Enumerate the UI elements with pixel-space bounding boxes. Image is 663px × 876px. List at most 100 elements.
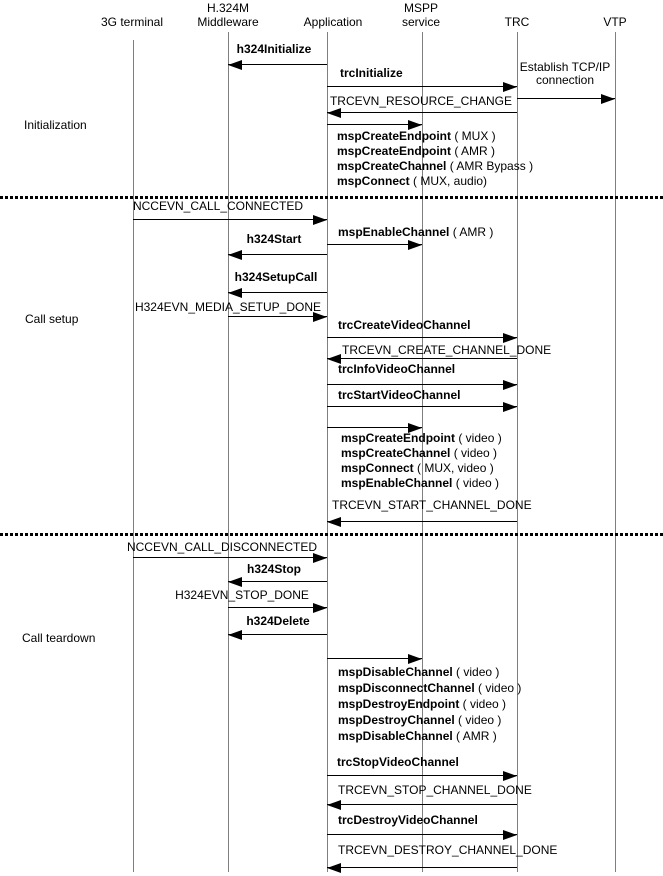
lifeline-mspp	[422, 32, 423, 872]
message-label: mspEnableChannel ( AMR )	[338, 226, 493, 239]
message-label: TRCEVN_DESTROY_CHANNEL_DONE	[338, 844, 557, 857]
message-arrow	[327, 775, 517, 776]
api-args: NCCEVN_CALL_DISCONNECTED	[126, 540, 318, 554]
api-call: mspDisconnectChannel ( video )	[338, 680, 521, 696]
message-arrow	[327, 521, 517, 522]
api-call: mspCreateChannel ( AMR Bypass )	[337, 159, 533, 174]
api-name: h324Initialize	[236, 42, 312, 56]
message-arrow	[327, 244, 422, 245]
lifeline-terminal	[133, 40, 134, 872]
message-label: TRCEVN_START_CHANNEL_DONE	[332, 499, 532, 512]
api-call: mspCreateEndpoint ( video )	[341, 431, 502, 446]
api-args: ( MUX )	[451, 129, 496, 143]
arrowhead-right-icon	[408, 240, 422, 250]
arrowhead-right-icon	[503, 830, 517, 840]
message-label: TRCEVN_CREATE_CHANNEL_DONE	[342, 344, 551, 357]
message-arrow	[327, 427, 422, 428]
lifeline-label-vtp: VTP	[603, 15, 627, 29]
arrowhead-right-icon	[313, 215, 327, 225]
api-name: h324SetupCall	[234, 270, 318, 284]
section-label-call-setup: Call setup	[25, 312, 79, 326]
arrowhead-right-icon	[408, 120, 422, 130]
api-call: mspCreateEndpoint ( MUX )	[337, 129, 533, 144]
message-label: trcDestroyVideoChannel	[338, 814, 478, 827]
message-label: TRCEVN_STOP_CHANNEL_DONE	[338, 784, 532, 797]
arrowhead-right-icon	[313, 553, 327, 563]
api-name: mspCreateChannel	[337, 159, 447, 173]
arrowhead-left-icon	[228, 250, 242, 260]
message-label: NCCEVN_CALL_CONNECTED	[133, 200, 303, 213]
lifeline-label-mspp: MSPP service	[401, 1, 441, 29]
arrowhead-right-icon	[313, 312, 327, 322]
message-label: h324Start	[247, 233, 302, 246]
api-args: ( video )	[455, 431, 502, 445]
api-args: ( video )	[452, 476, 500, 490]
api-call: mspDestroyEndpoint ( video )	[338, 696, 521, 712]
lifeline-vtp	[615, 32, 616, 872]
message-label: H324EVN_STOP_DONE	[175, 589, 309, 602]
message-arrow	[327, 337, 517, 338]
api-args: NCCEVN_CALL_CONNECTED	[132, 199, 304, 213]
api-args: H324EVN_STOP_DONE	[175, 588, 309, 602]
api-name: mspConnect	[341, 461, 414, 475]
api-call: mspConnect ( MUX, video )	[341, 461, 502, 476]
api-name: mspCreateChannel	[341, 446, 451, 460]
message-label: NCCEVN_CALL_DISCONNECTED	[127, 541, 317, 554]
api-call-block: mspDisableChannel ( video )mspDisconnect…	[338, 664, 521, 744]
api-name: mspDestroyEndpoint	[338, 697, 460, 711]
arrowhead-right-icon	[408, 654, 422, 664]
message-label: trcStopVideoChannel	[337, 756, 459, 769]
api-name: mspCreateEndpoint	[337, 144, 452, 158]
api-name: trcStopVideoChannel	[337, 755, 459, 769]
api-name: mspDisableChannel	[338, 665, 453, 679]
api-call: mspDisableChannel ( AMR )	[338, 728, 521, 744]
arrowhead-right-icon	[408, 423, 422, 433]
message-arrow	[327, 384, 517, 385]
api-args: ( AMR )	[451, 144, 496, 158]
arrowhead-right-icon	[313, 603, 327, 613]
arrowhead-left-icon	[327, 800, 341, 810]
api-args: ( video )	[450, 446, 498, 460]
message-arrow	[327, 834, 517, 835]
message-arrow	[228, 292, 327, 293]
api-call: mspCreateChannel ( video )	[341, 446, 502, 461]
arrowhead-right-icon	[601, 94, 615, 104]
message-label: H324EVN_MEDIA_SETUP_DONE	[135, 301, 321, 314]
api-name: mspEnableChannel	[338, 225, 450, 239]
arrowhead-right-icon	[503, 333, 517, 343]
api-call-block: mspCreateEndpoint ( video )mspCreateChan…	[341, 431, 502, 491]
arrowhead-right-icon	[503, 82, 517, 92]
api-name: h324Stop	[246, 562, 302, 576]
api-call: mspDisableChannel ( video )	[338, 664, 521, 680]
api-args: ( AMR )	[449, 225, 494, 239]
api-args: ( AMR Bypass )	[446, 159, 534, 173]
message-label: trcStartVideoChannel	[338, 389, 460, 402]
api-name: trcDestroyVideoChannel	[338, 813, 478, 827]
message-arrow	[327, 867, 517, 868]
api-args: TRCEVN_CREATE_CHANNEL_DONE	[342, 343, 552, 357]
api-args: TRCEVN_STOP_CHANNEL_DONE	[338, 783, 532, 797]
message-arrow	[327, 358, 517, 359]
api-name: mspCreateEndpoint	[341, 431, 456, 445]
api-name: trcStartVideoChannel	[338, 388, 461, 402]
message-arrow	[133, 219, 327, 220]
lifeline-label-middleware: H.324M Middleware	[197, 1, 259, 29]
api-args: ( MUX, audio)	[409, 174, 488, 188]
api-name: h324Start	[246, 232, 302, 246]
message-arrow	[327, 804, 517, 805]
lifeline-trc	[517, 32, 518, 872]
lifeline-label-application: Application	[303, 15, 363, 29]
arrowhead-left-icon	[228, 60, 242, 70]
api-args: Establish TCP/IP connection	[519, 60, 611, 87]
api-call: mspCreateEndpoint ( AMR )	[337, 144, 533, 159]
message-label: h324SetupCall	[235, 271, 318, 284]
message-label: trcInitialize	[340, 67, 403, 80]
message-arrow	[327, 86, 517, 87]
api-name: mspDisconnectChannel	[338, 681, 475, 695]
arrowhead-left-icon	[327, 517, 341, 527]
section-label-initialization: Initialization	[24, 118, 87, 132]
message-arrow	[327, 406, 517, 407]
arrowhead-left-icon	[327, 108, 341, 118]
api-args: ( video )	[474, 681, 522, 695]
message-arrow	[327, 112, 517, 113]
